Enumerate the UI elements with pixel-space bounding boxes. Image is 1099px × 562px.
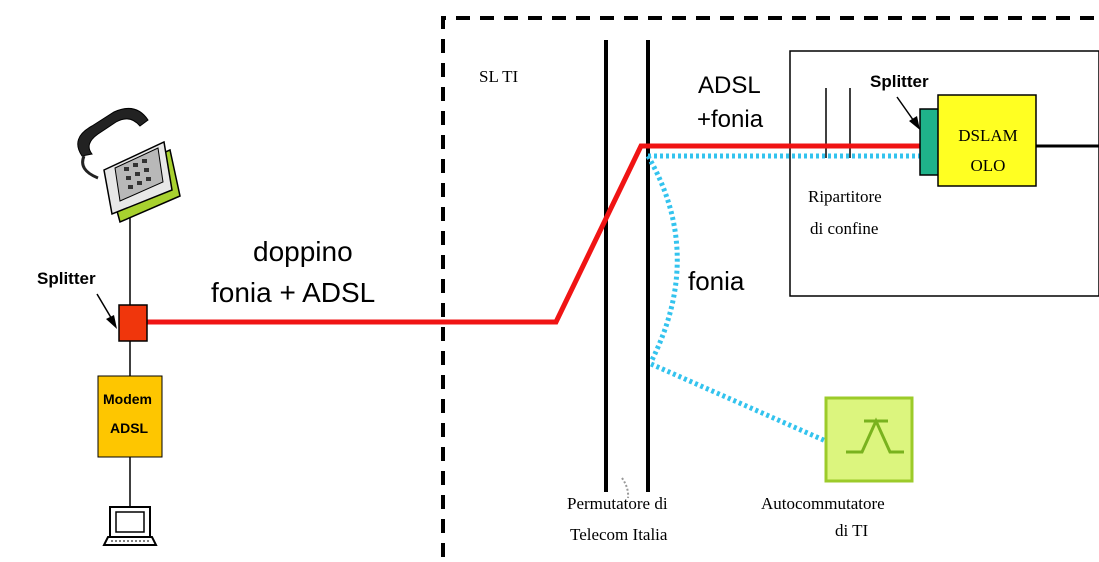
sl-ti-label: SL TI <box>479 67 519 86</box>
olo-label: OLO <box>970 156 1006 175</box>
fonia-label: fonia <box>688 266 745 296</box>
splitter-left-label: Splitter <box>37 269 96 288</box>
splitter-right-label: Splitter <box>870 72 929 91</box>
telecom-italia-label: Telecom Italia <box>570 525 668 544</box>
dslam-box <box>937 94 1037 187</box>
di-ti-label: di TI <box>835 521 869 540</box>
splitter-right <box>919 108 941 176</box>
di-confine-label: di confine <box>810 219 879 238</box>
permutatore-pointer <box>621 477 630 499</box>
splitter-left-pointer <box>96 293 114 322</box>
modem-label: Modem <box>103 391 152 407</box>
adsl-fonia-label: +fonia <box>697 106 764 133</box>
voice-line-curve <box>645 154 680 364</box>
telephone-icon <box>77 107 181 224</box>
adsl-label: ADSL <box>698 72 761 99</box>
splitter-right-arrowhead <box>909 116 920 130</box>
switch-crossing-icon <box>824 396 914 483</box>
fonia-adsl-label: fonia + ADSL <box>211 277 376 308</box>
voice-line-to-switch <box>649 361 830 445</box>
telecom-boundary <box>441 16 1099 557</box>
computer-icon <box>102 506 158 546</box>
modem-adsl-label: ADSL <box>110 420 149 436</box>
adsl-red-line <box>147 143 920 325</box>
permutatore-label: Permutatore di <box>567 494 668 513</box>
autocommutatore-label: Autocommutatore <box>761 494 885 513</box>
splitter-left-arrowhead <box>106 315 117 329</box>
modem-box <box>97 375 163 458</box>
splitter-left <box>118 304 148 342</box>
dslam-label: DSLAM <box>958 126 1018 145</box>
doppino-label: doppino <box>253 236 353 267</box>
ripartitore-label: Ripartitore <box>808 187 882 206</box>
olo-room <box>789 50 1099 297</box>
